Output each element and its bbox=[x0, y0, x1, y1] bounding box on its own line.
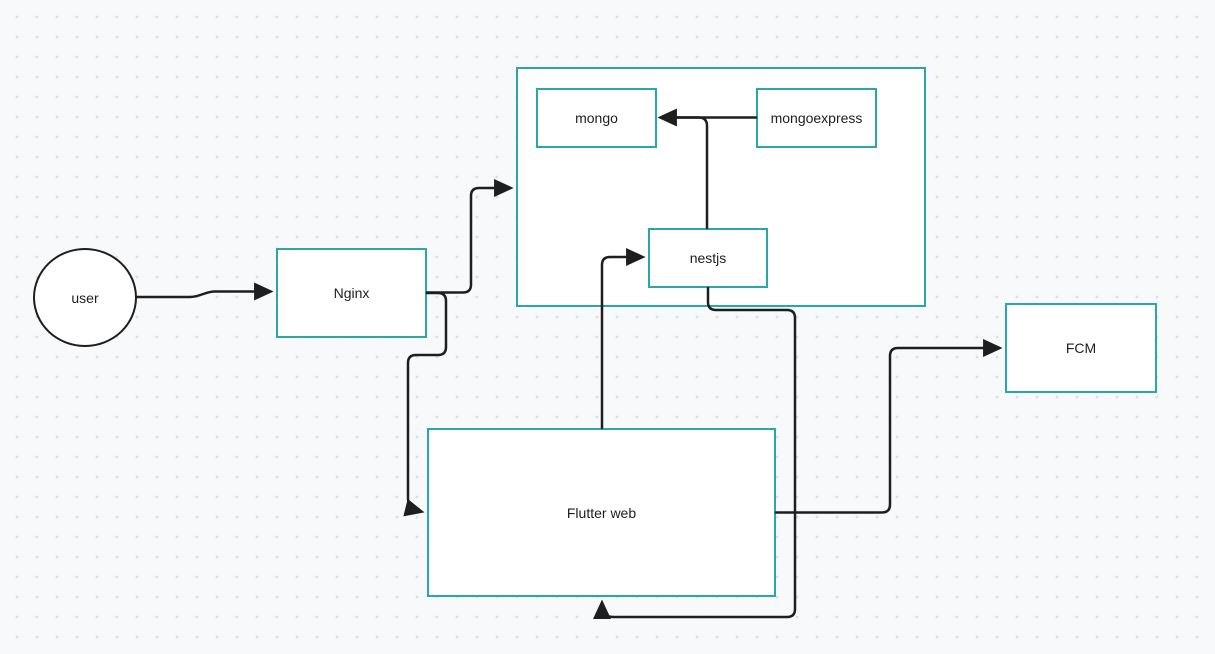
node-nginx-label: Nginx bbox=[333, 285, 370, 301]
edge-nestjs-to-mongo[interactable] bbox=[674, 116, 709, 230]
edge-flutter-web-to-fcm[interactable] bbox=[774, 339, 1003, 514]
node-flutter-web[interactable]: Flutter web bbox=[427, 428, 776, 597]
edge-user-to-nginx[interactable] bbox=[135, 282, 274, 301]
node-nginx[interactable]: Nginx bbox=[276, 248, 427, 338]
node-mongo-label: mongo bbox=[575, 110, 618, 126]
edge-nginx-to-flutter-web[interactable] bbox=[403, 291, 448, 517]
node-fcm[interactable]: FCM bbox=[1005, 303, 1157, 393]
edge-nginx-to-services[interactable] bbox=[425, 179, 514, 294]
node-nestjs-label: nestjs bbox=[689, 250, 727, 266]
node-mongoexpress-label: mongoexpress bbox=[770, 110, 863, 126]
node-user-label: user bbox=[71, 289, 99, 306]
node-user[interactable]: user bbox=[33, 248, 137, 347]
edge-flutter-web-to-nestjs[interactable] bbox=[600, 248, 646, 430]
node-mongoexpress[interactable]: mongoexpress bbox=[756, 88, 877, 148]
node-fcm-label: FCM bbox=[1065, 340, 1097, 356]
node-nestjs[interactable]: nestjs bbox=[648, 228, 768, 288]
node-mongo[interactable]: mongo bbox=[536, 88, 657, 148]
node-flutter-web-label: Flutter web bbox=[566, 504, 637, 521]
edge-nestjs-to-flutter-web[interactable] bbox=[593, 286, 797, 619]
